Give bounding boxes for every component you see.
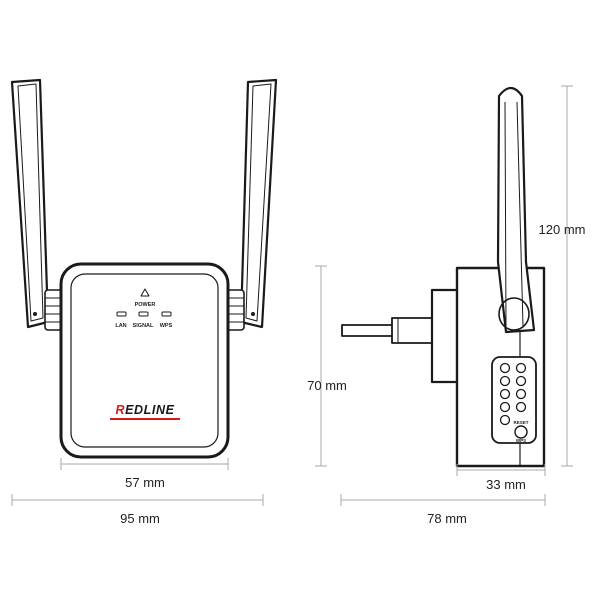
side-view	[341, 86, 546, 468]
led-wps	[161, 311, 172, 317]
dim-side-total-height: 120 mm	[539, 222, 586, 237]
front-body-inner	[70, 273, 219, 448]
dim-front-total-width: 95 mm	[120, 511, 160, 526]
dim-side-total-depth: 78 mm	[427, 511, 467, 526]
reset-label: RESET	[513, 420, 528, 425]
wps-button	[514, 425, 528, 439]
left-antenna	[10, 78, 65, 331]
port-holes	[499, 362, 527, 426]
dim-side-body-height: 70 mm	[307, 378, 347, 393]
port-panel	[491, 356, 537, 444]
led-power-label: POWER	[135, 302, 156, 308]
led-signal-label: SIGNAL	[133, 323, 154, 329]
led-signal	[138, 311, 149, 317]
led-lan-label: LAN	[115, 323, 126, 329]
dim-side-body-depth: 33 mm	[486, 477, 526, 492]
side-antenna	[496, 86, 536, 334]
led-wps-label: WPS	[160, 323, 173, 329]
dim-front-body-width: 57 mm	[125, 475, 165, 490]
dimension-lines	[11, 85, 573, 506]
plug	[341, 288, 462, 384]
led-lan	[116, 311, 127, 317]
right-antenna	[224, 78, 278, 331]
wps-label: WPS	[516, 438, 526, 443]
front-view	[10, 78, 278, 459]
brand-logo: REDLINE	[110, 403, 180, 420]
svg-text:REDLINE: REDLINE	[115, 403, 174, 417]
power-warning-icon	[140, 288, 150, 297]
